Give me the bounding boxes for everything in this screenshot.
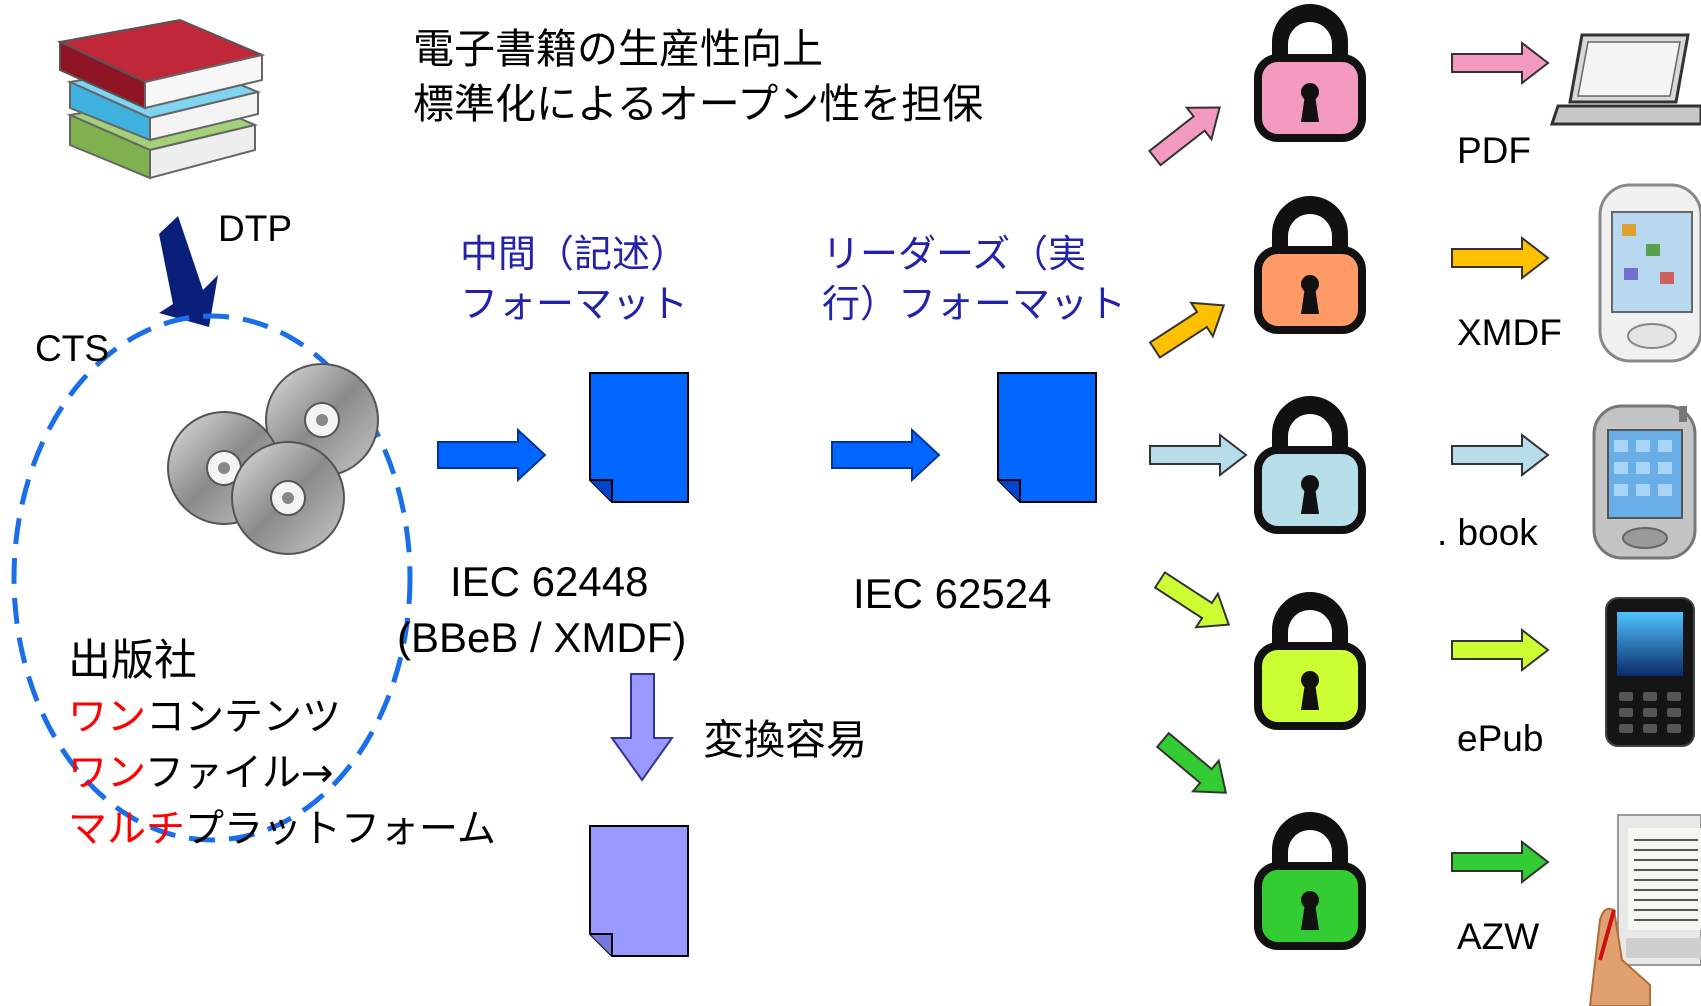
book-lock-icon <box>1254 396 1366 534</box>
format-label-azw: AZW <box>1457 916 1540 957</box>
arrow-to-azw-lock <box>1155 731 1228 794</box>
arrow-to-pda <box>1451 235 1550 281</box>
publisher-line2-text: ファイル→ <box>144 751 334 796</box>
publisher-line3-emphasis: マルチ <box>68 807 186 852</box>
reader-format-file-icon <box>997 372 1097 503</box>
azw-lock-icon <box>1254 812 1366 950</box>
mobile-phone-icon <box>1605 597 1695 747</box>
conversion-arrow <box>610 673 674 782</box>
epub-lock-icon <box>1254 592 1366 730</box>
laptop-icon <box>1549 33 1701 126</box>
publisher-line1: ワンコンテンツ <box>68 692 341 744</box>
arrow-to-mobile-phone <box>1451 627 1550 673</box>
arrow-to-xmdf-lock <box>1148 301 1226 359</box>
format-label-dotbook: . book <box>1437 512 1538 553</box>
arrow-to-book-lock <box>1149 432 1248 478</box>
publisher-line2: ワンファイル→ <box>68 748 334 800</box>
publisher-line3-text: プラットフォーム <box>185 807 496 852</box>
arrow-to-smartphone <box>1451 432 1550 478</box>
format-label-xmdf: XMDF <box>1457 312 1562 353</box>
middle-format-title-line1: 中間（記述） <box>460 232 689 276</box>
arrow-to-epub-lock <box>1153 571 1231 629</box>
pda-icon <box>1598 183 1701 363</box>
format-label-pdf: PDF <box>1457 130 1531 171</box>
middle-format-file-icon <box>589 372 689 503</box>
discs-icon <box>167 363 379 555</box>
arrow-to-pdf-lock <box>1148 106 1221 167</box>
ebook-reader-icon <box>1588 814 1701 1006</box>
smartphone-icon <box>1592 404 1697 560</box>
dtp-arrow <box>159 216 218 327</box>
cts-boundary <box>11 313 413 843</box>
arrow-to-laptop <box>1451 40 1550 86</box>
converted-file-icon <box>589 825 689 957</box>
publisher-line1-text: コンテンツ <box>146 695 342 740</box>
publisher-line1-emphasis: ワン <box>68 695 147 740</box>
dtp-label: DTP <box>218 208 292 249</box>
middle-format-standard: IEC 62448 <box>450 558 649 605</box>
publisher-title: 出版社 <box>68 636 197 686</box>
arrow-to-reader-format <box>831 427 941 483</box>
xmdf-lock-icon <box>1254 196 1366 334</box>
reader-format-standard: IEC 62524 <box>853 570 1052 617</box>
reader-format-title-line2: 行）フォーマット <box>822 282 1127 326</box>
headline-line2: 標準化によるオープン性を担保 <box>413 80 984 128</box>
middle-format-title-line2: フォーマット <box>460 282 689 326</box>
pdf-lock-icon <box>1254 4 1366 142</box>
headline-line1: 電子書籍の生産性向上 <box>413 25 823 73</box>
books-icon <box>56 18 266 180</box>
arrow-to-middle-format <box>437 427 547 483</box>
format-label-epub: ePub <box>1457 718 1544 759</box>
arrow-to-ebook-reader <box>1451 839 1550 885</box>
middle-format-examples: (BBeB / XMDF) <box>397 614 687 661</box>
reader-format-title-line1: リーダーズ（実 <box>822 232 1087 276</box>
cts-label: CTS <box>35 328 109 369</box>
publisher-line3: マルチプラットフォーム <box>68 804 496 856</box>
publisher-line2-emphasis: ワン <box>68 751 145 796</box>
conversion-label: 変換容易 <box>703 716 867 764</box>
